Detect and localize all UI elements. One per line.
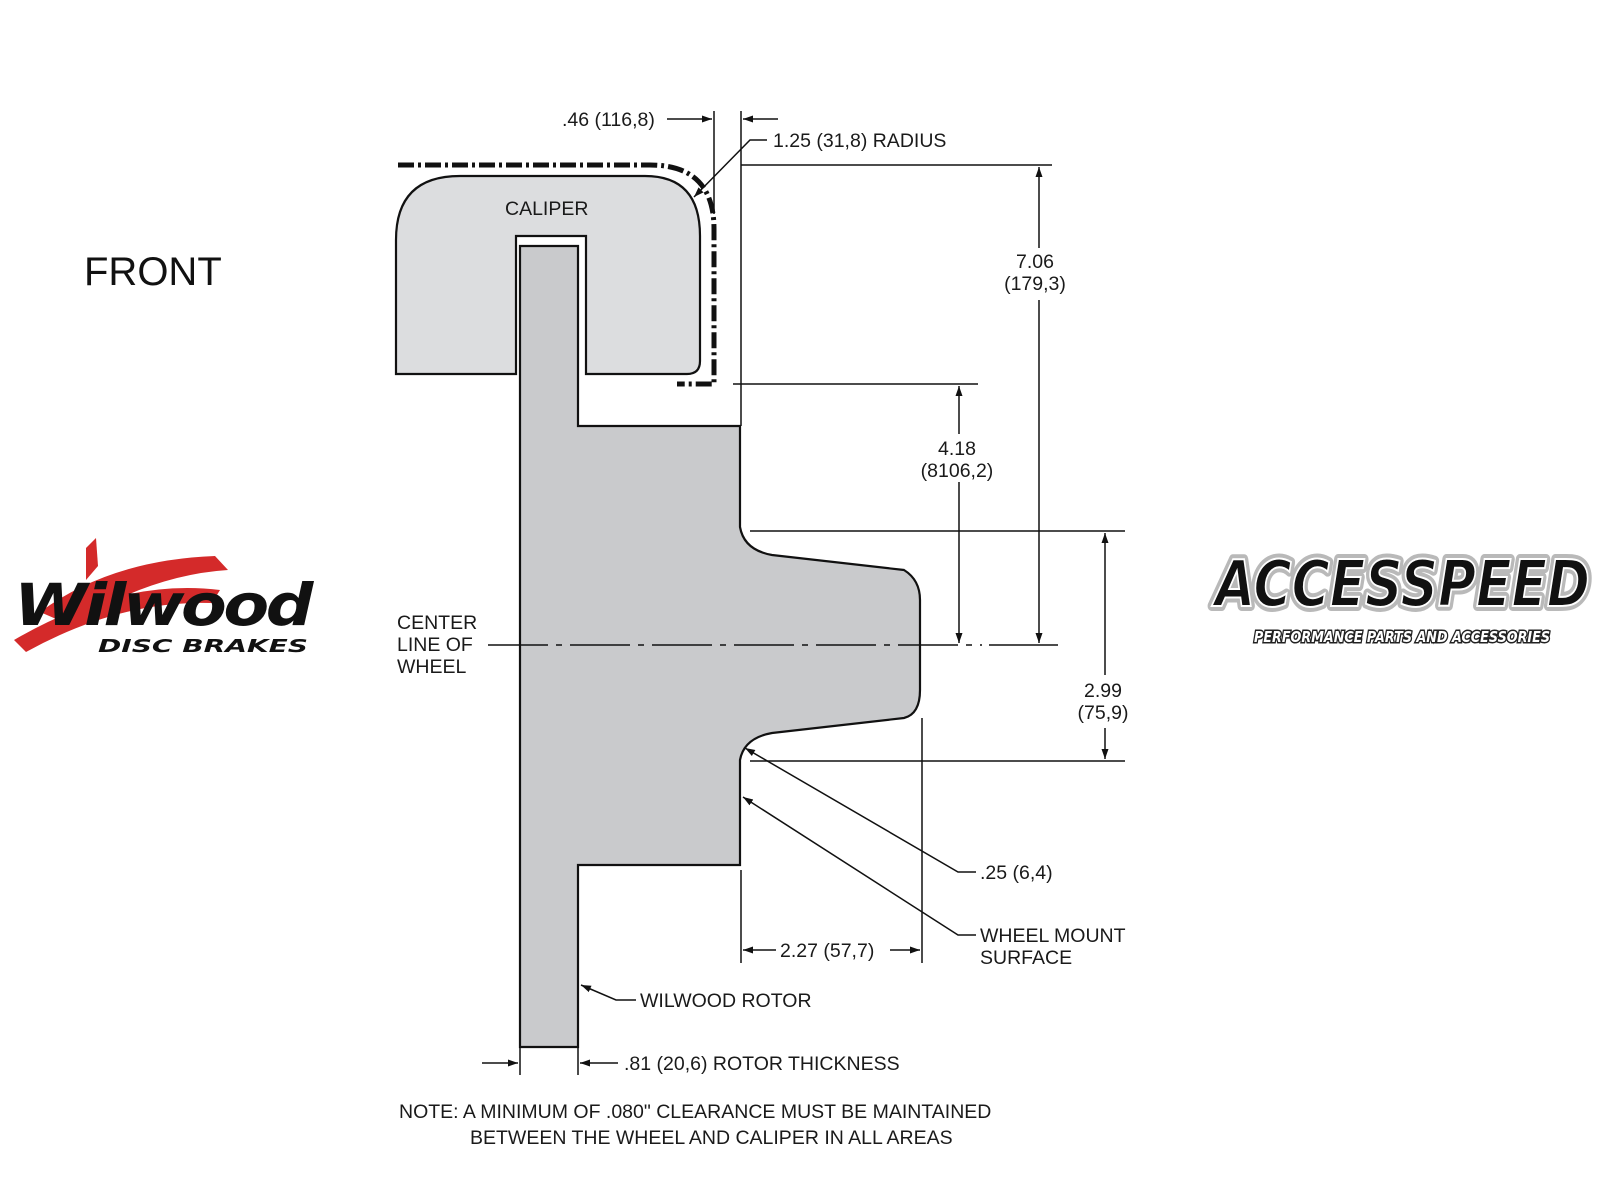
wheel-mount-label-1: WHEEL MOUNT bbox=[980, 925, 1126, 947]
dim-046-label: .46 (116,8) bbox=[562, 109, 655, 131]
wheel-mount-label-2: SURFACE bbox=[980, 947, 1072, 969]
depth-leader bbox=[744, 747, 976, 873]
dim-706-metric: (179,3) bbox=[1004, 273, 1066, 295]
wheel-mount-leader bbox=[742, 796, 976, 936]
accesspeed-wordmark: ACCESSPEED bbox=[1211, 548, 1590, 622]
clearance-envelope bbox=[398, 162, 717, 387]
centerline-label-3: WHEEL bbox=[397, 656, 467, 678]
dim-418-metric: (8106,2) bbox=[921, 460, 994, 482]
rotor-thickness-label: .81 (20,6) ROTOR THICKNESS bbox=[624, 1053, 900, 1075]
accesspeed-logo: ACCESSPEED ACCESSPEED PERFORMANCE PARTS … bbox=[1206, 543, 1595, 648]
dim-025-label: .25 (6,4) bbox=[980, 862, 1053, 884]
rotor-hub-profile bbox=[518, 244, 922, 1049]
wilwood-tagline: DISC BRAKES bbox=[98, 636, 308, 657]
accesspeed-wordmark-shadow: ACCESSPEED bbox=[1211, 548, 1590, 622]
dim-706-label: 7.06 bbox=[1016, 251, 1054, 273]
dim-227-label: 2.27 (57,7) bbox=[780, 940, 874, 962]
view-label: FRONT bbox=[84, 250, 222, 294]
rotor-leader bbox=[580, 984, 636, 1001]
wilwood-swoosh-2 bbox=[14, 588, 220, 652]
dim-299-metric: (75,9) bbox=[1078, 702, 1129, 724]
accesspeed-tagline: PERFORMANCE PARTS AND ACCESSORIES bbox=[1254, 628, 1550, 646]
wilwood-logo: Wilwood DISC BRAKES bbox=[14, 538, 317, 657]
dim-299-label: 2.99 bbox=[1084, 680, 1122, 702]
centerline-label-1: CENTER bbox=[397, 612, 477, 634]
wilwood-swoosh-3 bbox=[86, 538, 98, 580]
radius-leader bbox=[693, 139, 767, 198]
wilwood-wordmark: Wilwood bbox=[14, 571, 314, 639]
caliper-label: CALIPER bbox=[505, 198, 588, 220]
caliper-shape bbox=[394, 174, 702, 376]
radius-label: 1.25 (31,8) RADIUS bbox=[773, 130, 946, 152]
note-line-1: NOTE: A MINIMUM OF .080" CLEARANCE MUST … bbox=[399, 1101, 991, 1123]
note-line-2: BETWEEN THE WHEEL AND CALIPER IN ALL ARE… bbox=[470, 1127, 953, 1149]
rotor-label: WILWOOD ROTOR bbox=[640, 990, 812, 1012]
centerline-label-2: LINE OF bbox=[397, 634, 473, 656]
dim-418-label: 4.18 bbox=[938, 438, 976, 460]
